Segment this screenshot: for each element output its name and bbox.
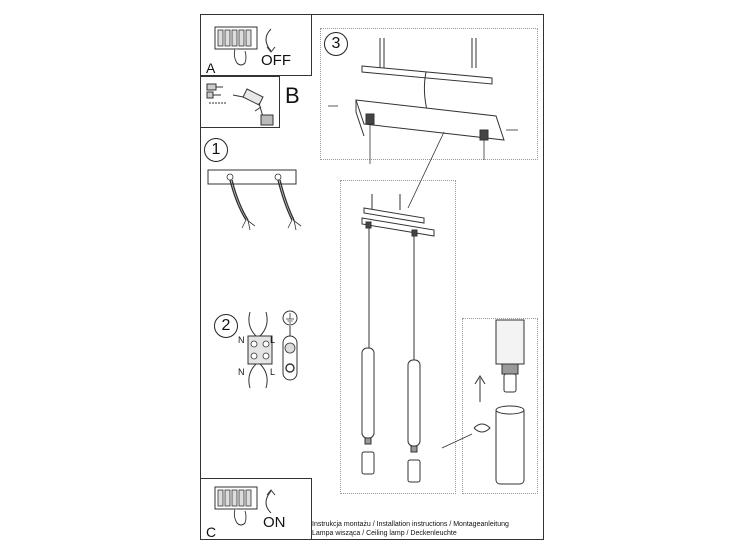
caption-line-1: Instrukcja montażu / Installation instru… [312,521,509,528]
step-3-number: 3 [324,32,348,56]
terminal-n-bottom: N [238,367,245,377]
step-2-number: 2 [214,314,238,338]
panel-c-power-on: C ON [200,478,312,540]
bulb-shade-detail-panel [462,318,538,494]
step-1-wires-illustration [207,169,302,231]
terminal-l-bottom: L [270,367,276,377]
pendant-lamp-panel [340,180,456,494]
instruction-sheet-frame [200,14,544,540]
terminal-n-top: N [238,335,245,345]
ceiling-bracket-illustration [328,38,518,164]
panel-a-label: A [206,60,216,76]
bulb-shade-detail-illustration [441,319,525,485]
circuit-breaker-off-icon [214,26,276,66]
detail-connector-line [407,131,445,209]
earth-ground-illustration [282,310,298,381]
step-1-number: 1 [204,138,228,162]
panel-a-state: OFF [261,52,291,69]
step-3-mounting-panel [320,28,538,160]
terminal-block-illustration [247,311,273,389]
circuit-breaker-on-icon [214,486,276,526]
pendant-lamp-illustration [361,194,435,483]
panel-b-label: B [285,83,300,108]
panel-c-state: ON [263,514,286,531]
panel-c-label: C [206,524,217,540]
panel-b-tools: B [200,76,300,128]
terminal-l-top: L [270,335,276,345]
drill-and-screws-icon [206,83,274,126]
caption-line-2: Lampa wisząca / Ceiling lamp / Deckenleu… [312,530,457,537]
panel-a-power-off: A OFF [200,14,312,76]
